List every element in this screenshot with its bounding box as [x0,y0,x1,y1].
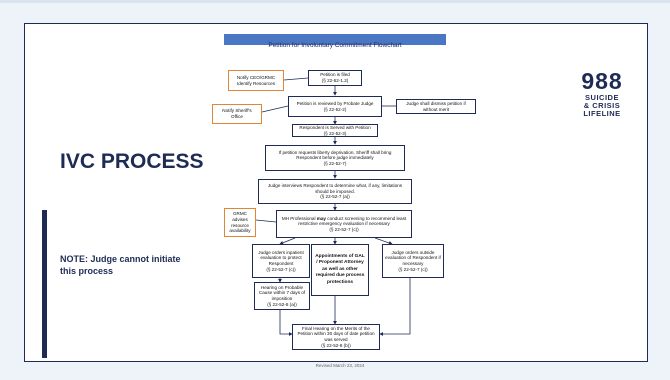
flow-box-mh-screening: MH Professional may conduct screening to… [276,210,412,238]
mh-screening-text: MH Professional may conduct screening to… [279,216,409,227]
logo-line-crisis: & CRISIS [583,101,621,110]
liberty-deprivation-text: If petition requests liberty deprivation… [278,149,392,161]
flow-box-liberty-deprivation: If petition requests liberty deprivation… [265,145,405,171]
title-bar [224,34,446,45]
side-note-notify-sheriff: Notify Sheriff's Office [212,104,262,124]
accent-side-bar [42,210,47,358]
arrow-screening-to-inpatient [279,237,296,245]
respondent-served-ref: (§ 22-52-3) [323,130,347,136]
logo-line-lifeline: LIFELINE [583,109,621,118]
mh-screening-may: may [316,215,326,221]
petition-filed-ref: (§ 22-52-1.2) [321,78,349,83]
arrow-outside-to-final [379,278,411,336]
flow-box-outside-evaluation: Judge orders outside evaluation of Respo… [382,244,444,278]
flow-box-petition-reviewed: Petition is reviewed by Probate Judge (§… [288,96,382,117]
probable-cause-hearing-ref: (§ 22-52-8 (a)) [267,301,297,307]
flow-box-final-hearing: Final Hearing on the Merits of the Petit… [292,324,380,350]
final-hearing-text: Final Hearing on the Merits of the Petit… [297,325,375,342]
link-sheriff-to-review [261,105,289,113]
flow-box-probable-cause-hearing: Hearing on Probable Cause within 7 days … [254,282,310,310]
link-ceo-to-filed [283,77,309,81]
side-note-dismiss-petition: Judge shall dismiss petition if without … [396,99,476,114]
judge-interview-text: Judge interviews Respondent to determine… [267,183,403,194]
mh-screening-ref: (§ 22-52-7 (c)) [329,226,359,232]
respondent-served-text: Respondent is Served with Petition [299,124,371,130]
dismiss-petition-text: Judge shall dismiss petition if without … [406,100,466,112]
lifeline-988-logo: 988 SUICIDE & CRISIS LIFELINE [578,68,626,118]
flow-box-inpatient-evaluation: Judge orders inpatient evaluation to pro… [252,244,310,278]
note-text: NOTE: Judge cannot initiate this process [60,254,181,276]
flow-box-appointments: Appointments of GAL / Proponent Attorney… [311,244,369,296]
inpatient-evaluation-ref: (§ 22-52-7 (c)) [266,266,296,272]
logo-line-suicide: SUICIDE [585,93,619,102]
logo-number: 988 [581,68,623,94]
mh-screening-post: conduct screening to recommend least res… [298,215,407,227]
side-note-notify-ceo: Notify CEO/GRMC Identify Resources [228,70,284,91]
petition-reviewed-ref: (§ 22-52-2) [323,106,347,112]
flow-box-petition-filed: Petition is filed (§ 22-52-1.2) [308,70,362,86]
notify-ceo-line2: Identify Resources [236,80,276,86]
flow-box-respondent-served: Respondent is Served with Petition (§ 22… [292,124,378,137]
final-hearing-ref: (§ 22-52-8 (b)) [321,342,351,348]
outside-evaluation-ref: (§ 22-52-7 (c)) [398,266,428,272]
ivc-heading: IVC PROCESS [60,150,204,173]
judge-interview-ref: (§ 22-52-7 (a)) [320,194,350,200]
liberty-deprivation-ref: (§ 22-52-7) [323,160,347,166]
probable-cause-hearing-text: Hearing on Probable Cause within 7 days … [258,284,306,301]
outside-evaluation-text: Judge orders outside evaluation of Respo… [385,249,441,266]
mh-screening-pre: MH Professional [281,215,317,221]
link-grmc-to-screening [255,219,277,223]
notify-ceo-line1: Notify CEO/GRMC [236,74,276,80]
top-edge-line [0,0,670,3]
side-note-grmc-advises: GRMC advises resource availability [224,208,256,237]
flow-box-judge-interview: Judge interviews Respondent to determine… [258,179,412,204]
arrow-hearing-to-final [279,310,293,336]
inpatient-evaluation-text: Judge orders inpatient evaluation to pro… [258,249,304,266]
appointments-text: Appointments of GAL / Proponent Attorney… [315,253,365,285]
flowchart-title: Petition for Involuntary Commitment Flow… [268,42,402,49]
petition-filed-text: Petition is filed [320,72,350,78]
petition-reviewed-text: Petition is reviewed by Probate Judge [296,100,374,106]
revised-footer: Revised March 23, 2024 [315,363,365,368]
notify-sheriff-text: Notify Sheriff's Office [222,108,252,119]
arrow-screening-to-outside [374,237,393,245]
grmc-advises-text: GRMC advises resource availability [229,211,251,234]
